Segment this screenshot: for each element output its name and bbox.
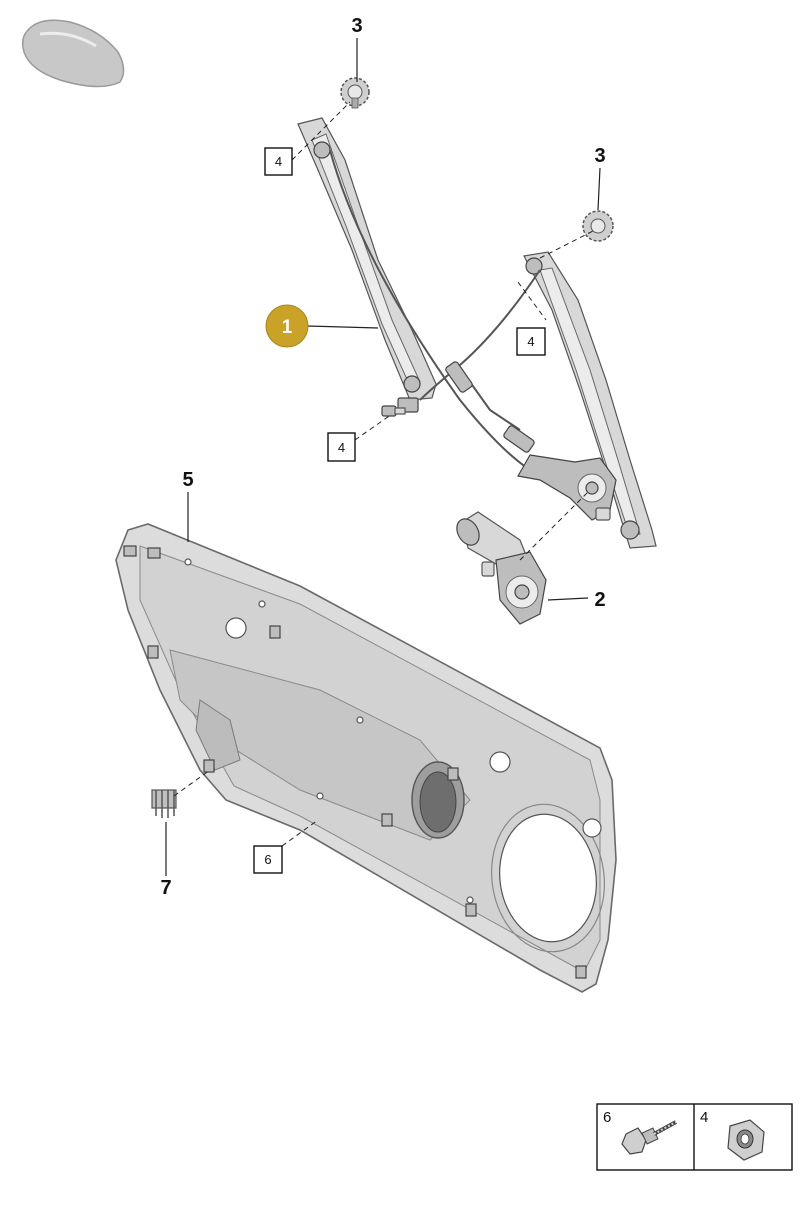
- callout-7: 7: [160, 877, 171, 899]
- gear-right[interactable]: [582, 210, 614, 242]
- parts-legend: 6 4: [596, 1103, 793, 1171]
- boxed-label-4-top-text: 4: [275, 154, 282, 169]
- nut-icon: [727, 1119, 765, 1161]
- clip-connector[interactable]: [151, 789, 177, 818]
- bolt-icon: [621, 1120, 677, 1155]
- boxed-label-6-text: 6: [264, 852, 271, 867]
- boxed-label-4-right-text: 4: [527, 334, 534, 349]
- window-regulator[interactable]: [297, 117, 657, 549]
- callout-3-top: 3: [351, 15, 362, 37]
- boxed-label-4-top[interactable]: 4: [264, 147, 293, 176]
- window-motor[interactable]: [452, 511, 547, 625]
- car-silhouette-icon: [21, 19, 125, 88]
- legend-number-4: 4: [700, 1109, 708, 1126]
- callout-5: 5: [182, 469, 193, 491]
- boxed-label-4-right[interactable]: 4: [516, 327, 546, 356]
- gear-top-left[interactable]: [340, 77, 370, 109]
- callout-3-right: 3: [594, 145, 605, 167]
- callout-1: 1: [282, 317, 293, 338]
- legend-number-6: 6: [603, 1109, 611, 1126]
- callout-2: 2: [594, 589, 605, 611]
- callout-1-highlight[interactable]: 1: [265, 304, 309, 348]
- boxed-label-4-bottom-text: 4: [338, 440, 345, 455]
- door-inner-panel[interactable]: [115, 523, 617, 993]
- regulator-bolt[interactable]: [381, 405, 406, 417]
- boxed-label-4-bottom[interactable]: 4: [327, 432, 356, 462]
- boxed-label-6[interactable]: 6: [253, 845, 283, 874]
